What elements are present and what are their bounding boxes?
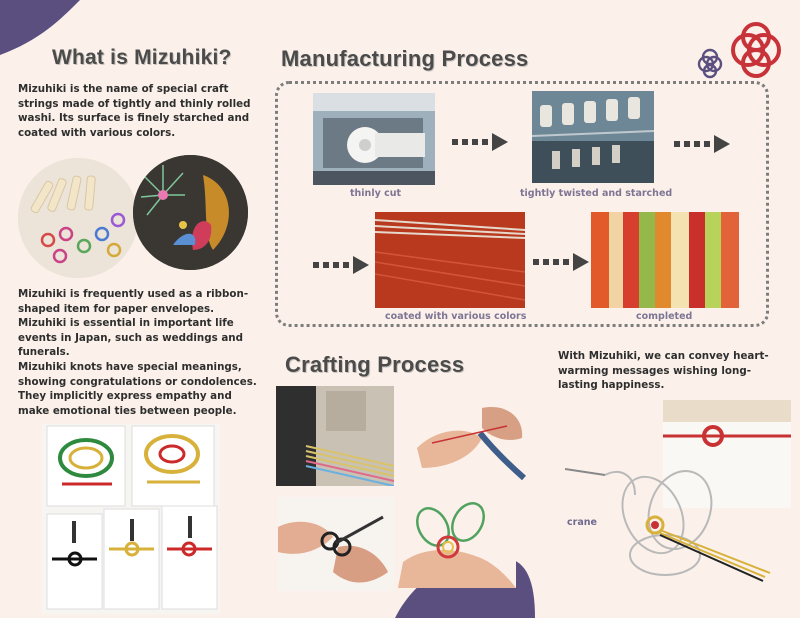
envelopes-photo bbox=[42, 424, 220, 614]
step-3-caption: coated with various colors bbox=[385, 311, 527, 322]
coating-strings-photo bbox=[375, 212, 525, 308]
manufacturing-title: Manufacturing Process bbox=[281, 46, 529, 71]
usage-paragraph: Mizuhiki is frequently used as a ribbon-… bbox=[18, 287, 260, 418]
mizuhiki-knot-logo bbox=[697, 22, 781, 79]
usage-line-1: Mizuhiki is frequently used as a ribbon-… bbox=[18, 288, 249, 315]
arrow-right-icon bbox=[674, 135, 730, 153]
crane-label: crane bbox=[567, 517, 597, 528]
manufacturing-frame bbox=[275, 81, 769, 327]
crafting-table-photo bbox=[276, 386, 394, 486]
hands-twisting-photo bbox=[412, 398, 528, 490]
step-2-caption: tightly twisted and starched bbox=[520, 188, 673, 199]
mizuhiki-crafts-photo bbox=[18, 158, 138, 278]
crafting-title: Crafting Process bbox=[285, 352, 465, 377]
step-4-caption: completed bbox=[636, 311, 693, 322]
step-1-caption: thinly cut bbox=[350, 188, 402, 199]
usage-line-3: Mizuhiki knots have special meanings, sh… bbox=[18, 360, 257, 417]
corner-blob-top-left bbox=[0, 0, 80, 55]
arrow-right-icon bbox=[452, 133, 508, 151]
cutting-scissors-photo bbox=[278, 497, 394, 591]
intro-paragraph: Mizuhiki is the name of special craft st… bbox=[18, 83, 251, 139]
arrow-right-icon bbox=[313, 256, 369, 274]
completed-strings-photo bbox=[591, 212, 739, 308]
cutting-machine-photo bbox=[313, 93, 435, 185]
gift-box-photo bbox=[663, 400, 791, 508]
crane-ornament-photo bbox=[565, 455, 777, 585]
mizuhiki-peacock-photo bbox=[133, 155, 248, 270]
arrow-right-icon bbox=[533, 253, 589, 271]
knot-in-hand-photo bbox=[398, 492, 516, 588]
usage-line-2: Mizuhiki is essential in important life … bbox=[18, 317, 243, 359]
message-paragraph: With Mizuhiki, we can convey heart-warmi… bbox=[558, 350, 769, 392]
twisting-machine-photo bbox=[532, 91, 654, 183]
intro-title: What is Mizuhiki? bbox=[52, 46, 232, 69]
